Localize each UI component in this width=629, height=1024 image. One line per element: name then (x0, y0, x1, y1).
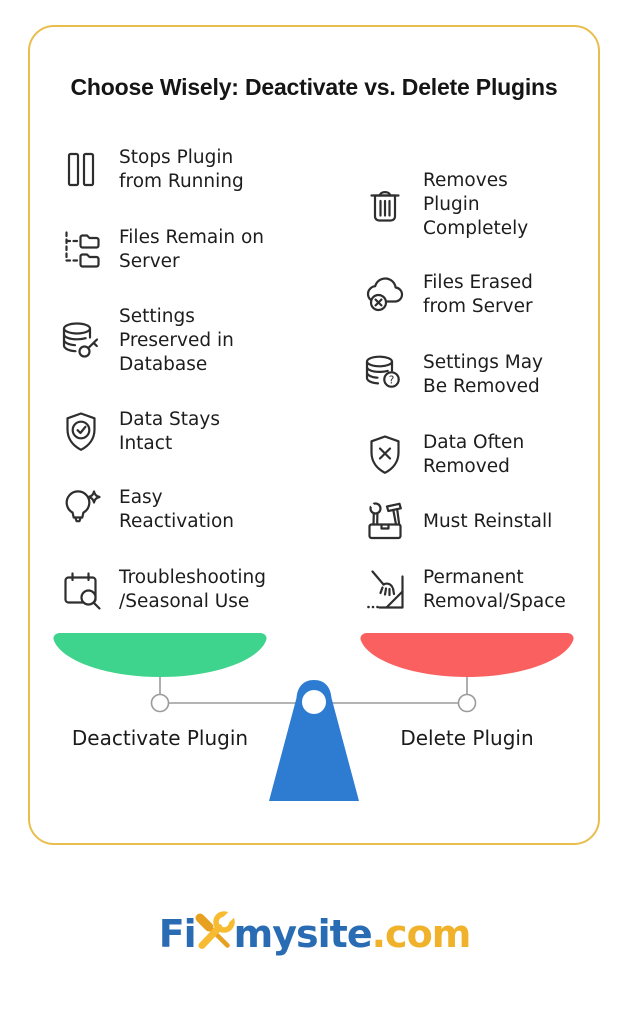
toolbox-icon (362, 499, 408, 545)
delete-label: Delete Plugin (400, 726, 534, 750)
folder-tree-icon (58, 227, 104, 273)
pan-joint-left (150, 693, 170, 713)
cloud-x-icon (362, 272, 408, 318)
deactivate-label: Deactivate Plugin (71, 726, 249, 750)
svg-text:?: ? (389, 374, 395, 386)
broom-icon (362, 567, 408, 613)
list-item-label: Settings Preserved in Database (119, 306, 234, 375)
calendar-search-icon (58, 567, 104, 613)
list-item: Permanent Removal/Space (362, 566, 566, 614)
list-item-label: Must Reinstall (423, 511, 553, 532)
list-item-label: Stops Plugin from Running (119, 147, 244, 192)
delete-pan (360, 633, 574, 677)
list-item: Data Stays Intact (58, 408, 220, 456)
crossed-tools-icon (195, 910, 238, 949)
shield-check-icon (58, 409, 104, 455)
database-key-icon (58, 318, 104, 364)
shield-x-icon (362, 432, 408, 478)
brand-logo: Fi mysite .com (0, 903, 629, 965)
list-item-label: Data Stays Intact (119, 409, 220, 454)
list-item: Files Remain on Server (58, 226, 264, 274)
trash-icon (362, 182, 408, 228)
brand-text-mysite: mysite (233, 912, 373, 956)
list-item-label: Permanent Removal/Space (423, 567, 566, 612)
brand-text-com: .com (371, 912, 472, 956)
list-item-label: Easy Reactivation (119, 487, 235, 532)
pause-icon (58, 147, 104, 193)
list-item: Easy Reactivation (58, 486, 234, 534)
lightbulb-spark-icon (58, 487, 104, 533)
list-item-label: Files Remain on Server (119, 227, 265, 272)
list-item: Troubleshooting /Seasonal Use (58, 566, 266, 614)
database-question-icon: ? (362, 352, 408, 398)
list-item-label: Settings May Be Removed (423, 352, 544, 397)
list-item: ? Settings May Be Removed (362, 351, 543, 399)
pan-joint-right (457, 693, 477, 713)
list-item: Stops Plugin from Running (58, 146, 244, 194)
list-item-label: Files Erased from Server (423, 272, 533, 317)
list-item: Removes Plugin Completely (362, 169, 528, 241)
balance-scale (53, 633, 574, 801)
list-item: Must Reinstall (362, 499, 552, 545)
list-item-label: Removes Plugin Completely (423, 170, 529, 239)
fulcrum (269, 680, 359, 801)
fulcrum-hole (302, 690, 326, 714)
deactivate-pan (53, 633, 267, 677)
list-item-label: Troubleshooting /Seasonal Use (119, 567, 266, 612)
list-item-label: Data Often Removed (423, 432, 525, 477)
list-item: Data Often Removed (362, 431, 524, 479)
brand-text-fi: Fi (158, 912, 197, 956)
list-item: Settings Preserved in Database (58, 305, 234, 377)
page-title: Choose Wisely: Deactivate vs. Delete Plu… (70, 74, 558, 100)
list-item: Files Erased from Server (362, 271, 533, 319)
